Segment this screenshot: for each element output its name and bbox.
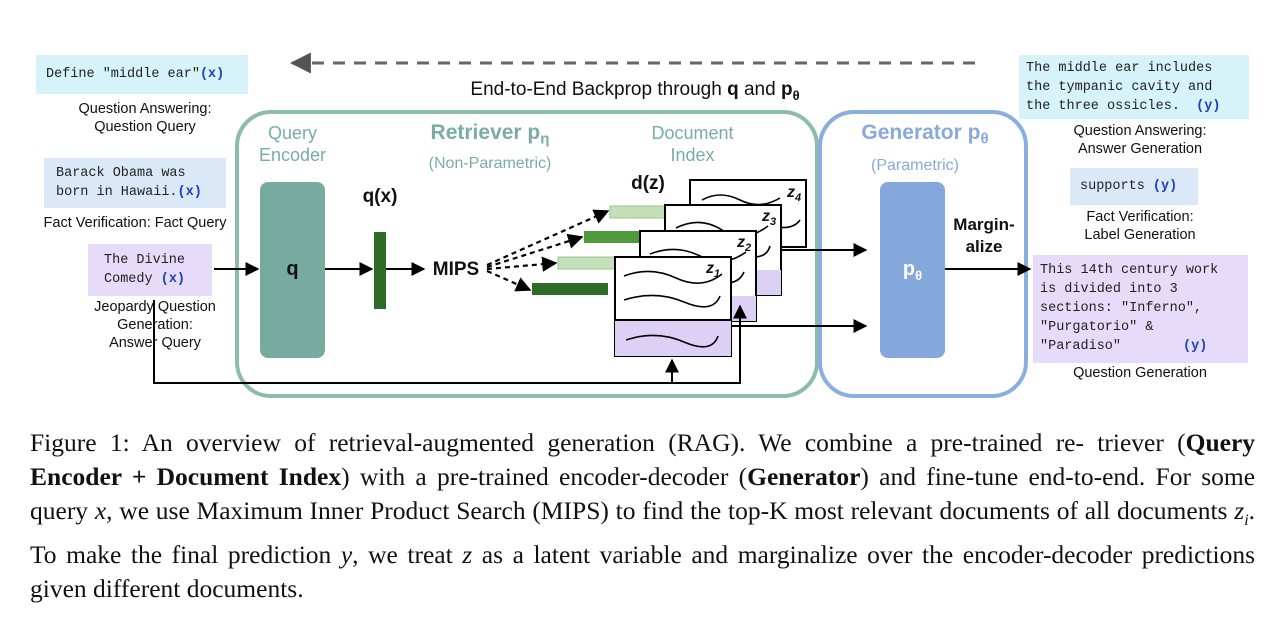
backprop-label: End-to-End Backprop through q and pθ [405,79,865,107]
input-caption-qa: Question Answering:Question Query [78,101,212,135]
query-bypass-line [153,300,747,384]
output-box-fact [1070,168,1198,205]
backprop-q: q [727,79,739,100]
doc-label-2: z2 [736,234,752,255]
retriever-title: Retriever pη [430,121,550,148]
marginalize-label: Margin-alize [953,215,1015,256]
query-block-label: q [286,258,299,280]
generator-title: Generator pθ [861,121,989,148]
output-caption-qa: Question Answering:Answer Generation [1073,123,1207,157]
document-1 [614,256,732,357]
input-text-jeopardy: The Divine Comedy (x) [104,253,186,287]
retriever-frame [235,110,819,398]
generator-subtitle: (Parametric) [870,157,959,174]
query-vector-bar [374,232,386,309]
mips-arrow [486,256,558,272]
output-box-question [1033,255,1248,363]
query-encoder-block [260,182,325,358]
rag-diagram [36,52,1249,398]
output-text-fact: supports (y) [1080,179,1178,194]
dz-label: d(z) [631,173,665,194]
output-caption-fact: Fact Verification:Label Generation [1084,209,1196,243]
output-box-qa [1019,55,1249,119]
input-box-qa [36,55,248,94]
output-caption-question: Question Generation [1073,365,1207,381]
mips-arrow [486,269,532,292]
mips-label: MIPS [432,259,480,280]
generator-block [880,182,945,358]
doc-label-4: z4 [786,184,802,205]
doc-vector-1 [532,283,608,295]
backprop-theta: θ [792,87,800,103]
figure-caption: Figure 1: An overview of retrieval-augme… [30,426,1255,606]
doc-label-1: z1 [705,260,721,281]
mips-arrow [486,209,610,267]
qx-label: q(x) [362,186,398,207]
retriever-subtitle: (Non-Parametric) [428,155,552,172]
output-text-qa: The middle ear includes the tympanic cav… [1026,61,1221,114]
generator-block-label: pθ [902,258,923,283]
input-text-fact: Barack Obama was born in Hawaii.(x) [56,166,202,200]
mips-arrow [486,233,584,269]
input-caption-fact: Fact Verification: Fact Query [43,215,227,231]
caption-label: Figure 1: [30,428,130,457]
input-text-qa: Define "middle ear"(x) [46,67,225,82]
caption-text: Figure 1: An overview of retrieval-augme… [30,428,1256,604]
rag-figure: End-to-End Backprop through q and pθ Def… [36,52,1249,398]
doc-label-3: z3 [761,208,777,229]
input-box-fact [44,158,226,208]
backprop-text: End-to-End Backprop through [470,79,728,100]
generator-frame [818,110,1028,398]
input-box-jeopardy [88,244,212,296]
backprop-p: p [780,79,793,100]
backprop-and: and [738,79,781,100]
output-text-question: This 14th century work is divided into 3… [1040,263,1219,354]
